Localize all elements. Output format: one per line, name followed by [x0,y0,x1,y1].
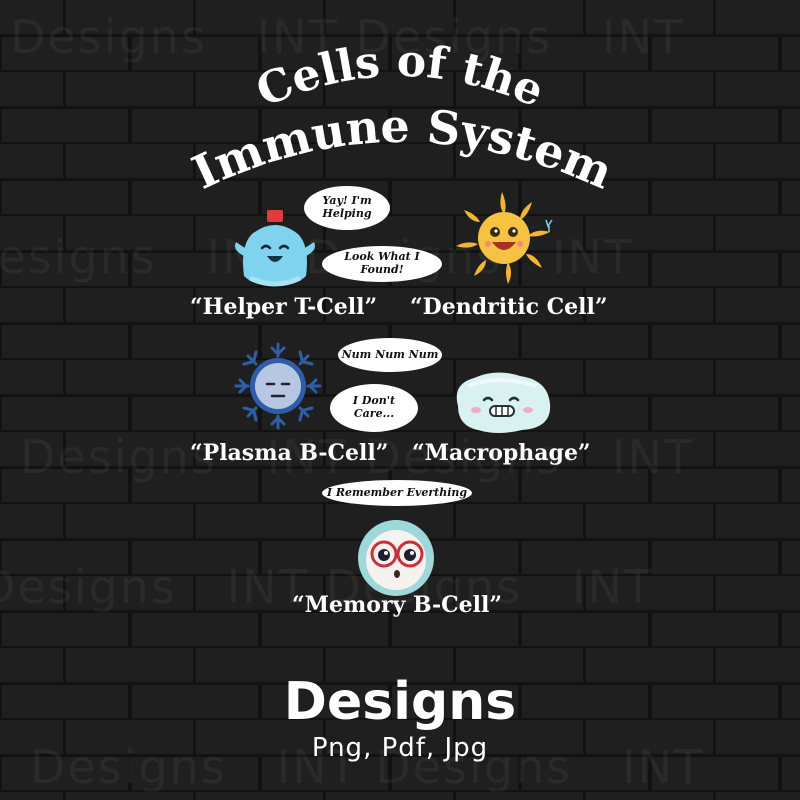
poster-title: Cells of the Immune System [184,36,620,200]
watermark: Designs INT Designs INT [30,740,705,794]
watermark: Designs INT Designs INT [10,10,685,64]
designs-heading: Designs [283,672,517,732]
plasma-b-label: “Plasma B-Cell” [190,440,389,466]
dendritic-speech-bubble: Look What I Found! [322,246,442,282]
watermark: Designs INT Designs INT [20,430,695,484]
macrophage-speech-bubble: Num Num Num [338,338,442,372]
helper-t-label: “Helper T-Cell” [190,294,378,320]
dendritic-label: “Dendritic Cell” [410,294,608,320]
plasma-b-speech-bubble: I Don't Care... [330,384,418,432]
plasma-b-cell-icon [234,342,322,430]
helper-t-speech-bubble: Yay! I'm Helping [304,186,390,230]
memory-b-speech-text: I Remember Everthing [326,485,468,499]
watermark: Designs INT Designs INT [0,560,655,614]
dendritic-speech-text: Look What I Found! [344,250,420,276]
memory-b-label: “Memory B-Cell” [292,592,502,618]
svg-text:Immune System: Immune System [184,99,620,200]
helper-t-speech-text: Yay! I'm Helping [322,194,372,220]
helper-t-cell-icon [235,210,315,287]
macrophage-label: “Macrophage” [412,440,591,466]
title-line-2: Immune System [184,99,620,200]
macrophage-icon [456,372,551,433]
memory-b-speech-bubble: I Remember Everthing [322,480,472,506]
memory-b-cell-icon [358,520,434,596]
dendritic-cell-icon [456,192,553,284]
macrophage-speech-text: Num Num Num [341,347,439,361]
plasma-b-speech-text: I Don't Care... [352,394,396,420]
file-formats-text: Png, Pdf, Jpg [311,733,489,763]
